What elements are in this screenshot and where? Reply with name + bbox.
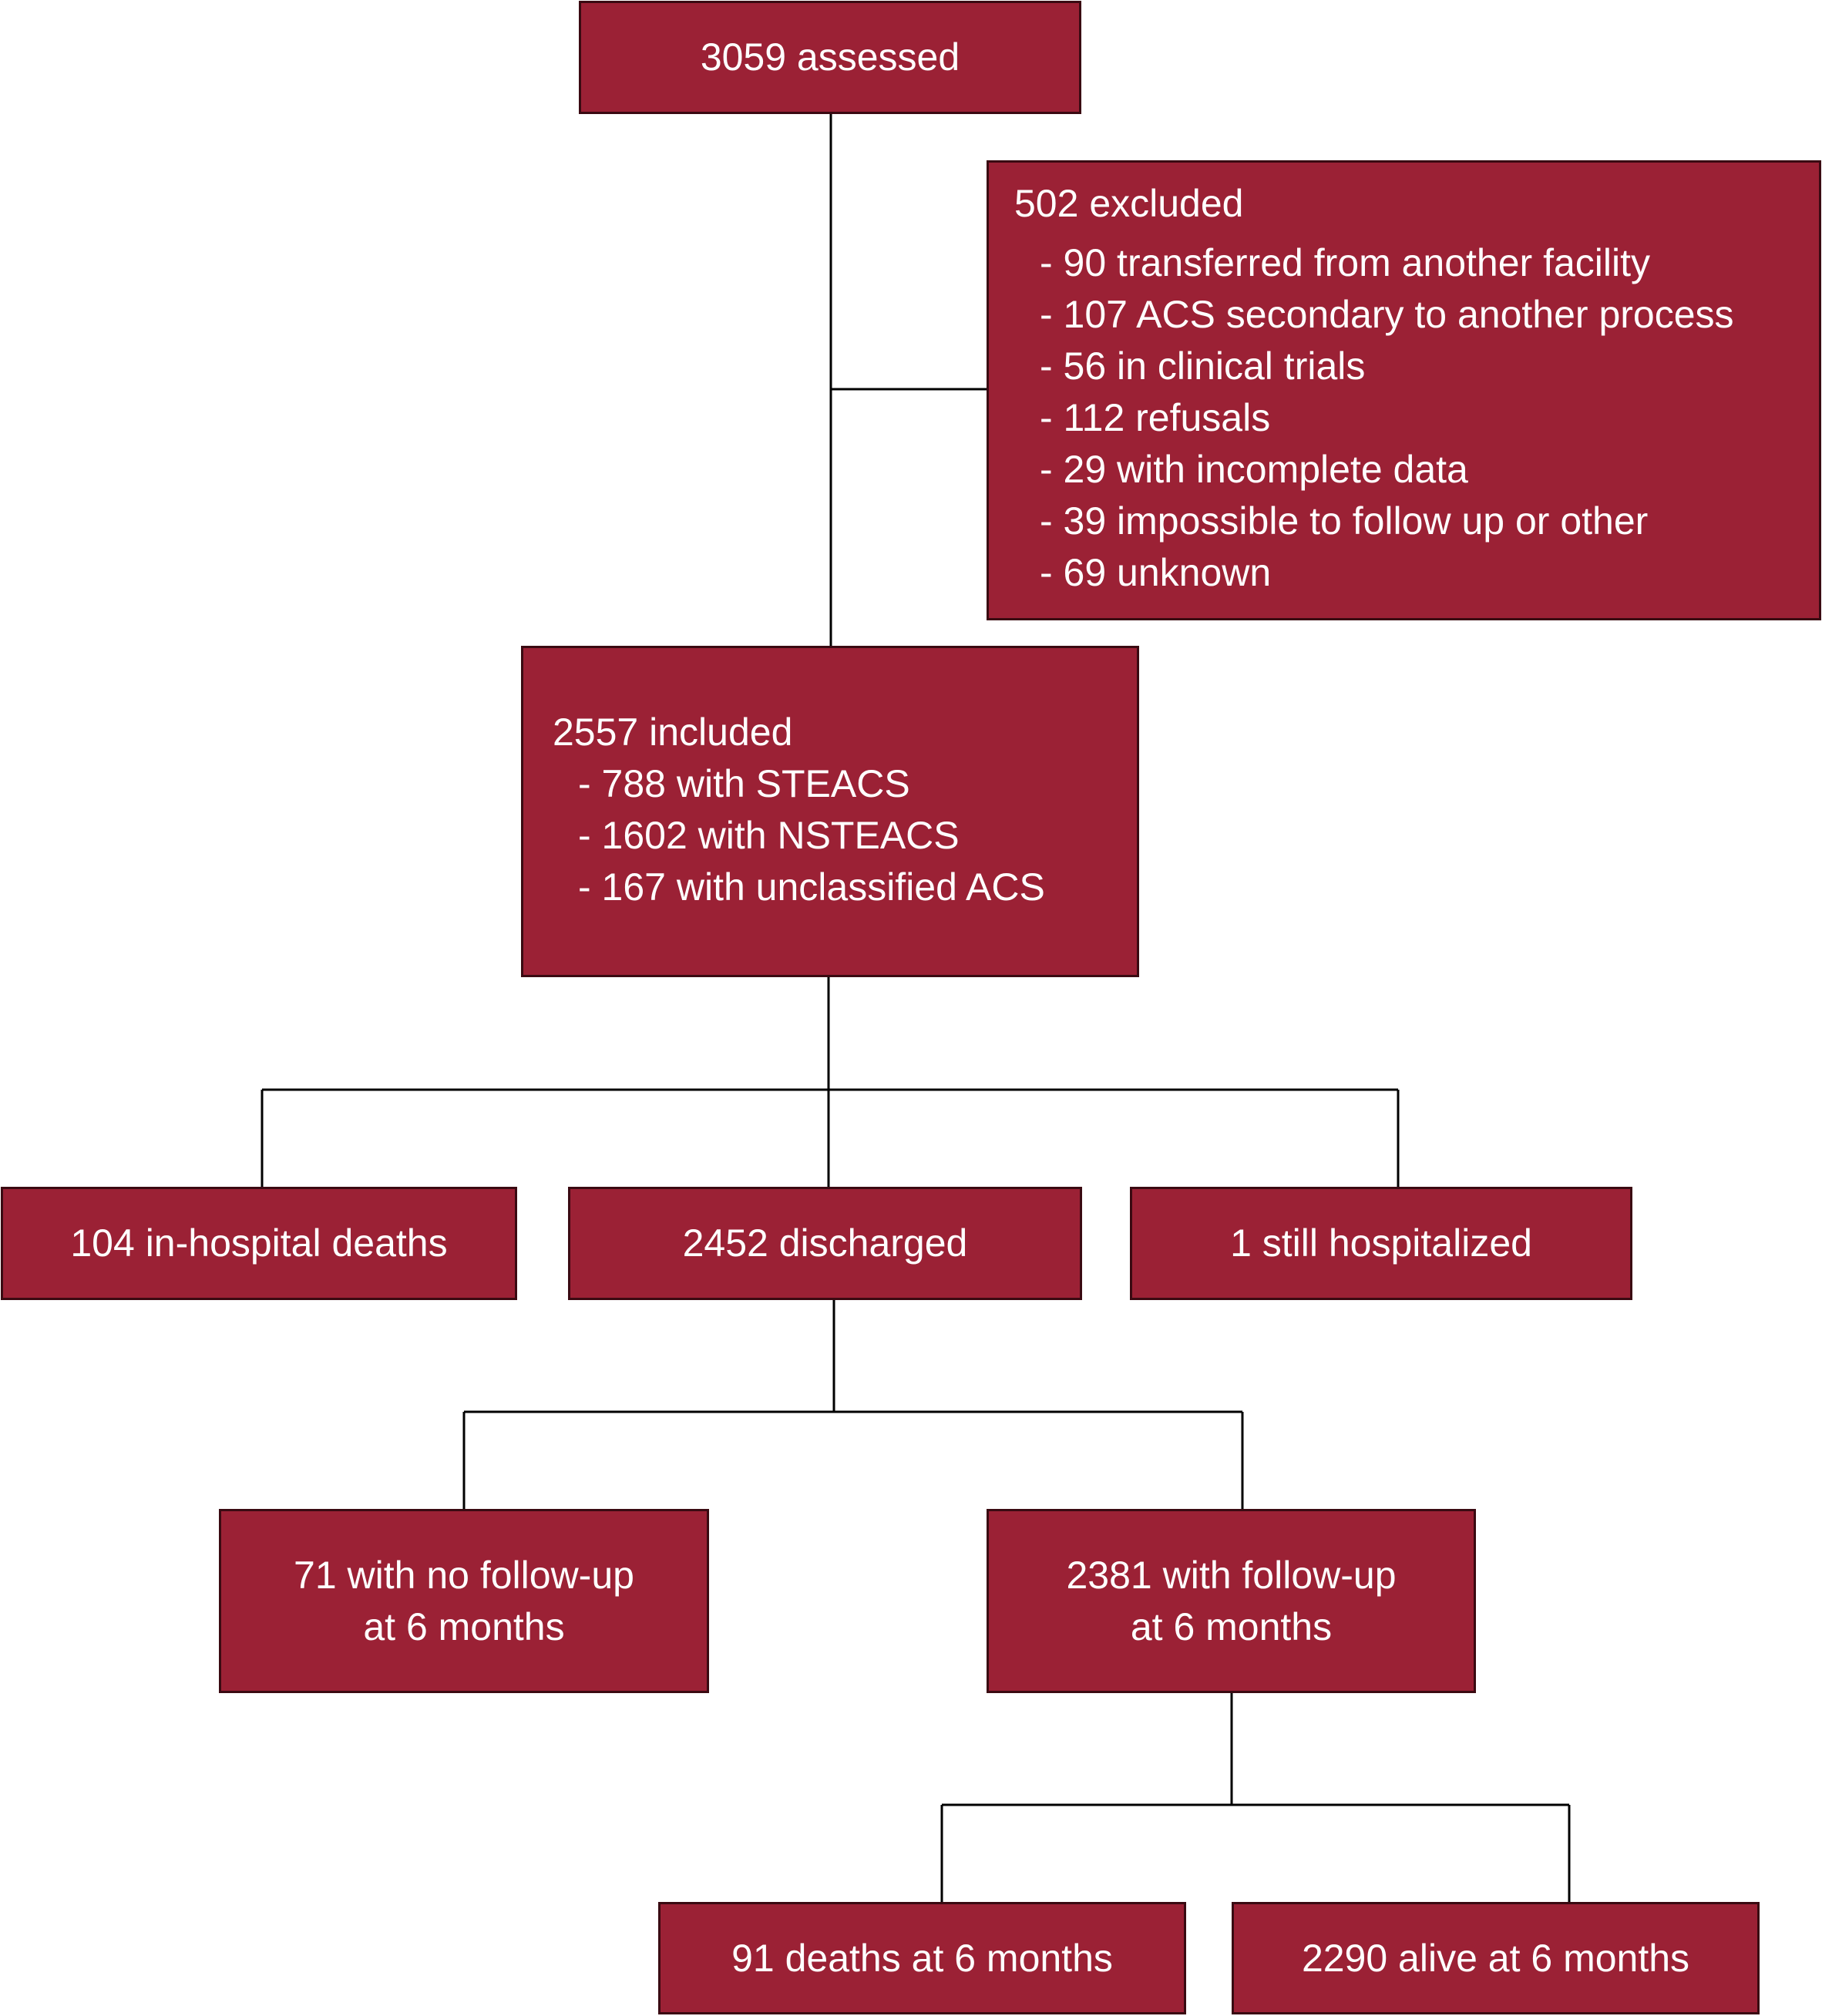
follow-up-box: 2381 with follow-up at 6 months [987, 1509, 1476, 1693]
deaths-6m-box: 91 deaths at 6 months [658, 1902, 1186, 2014]
follow-up-line1: 2381 with follow-up [1066, 1553, 1397, 1597]
excluded-item: - 39 impossible to follow up or other [1040, 499, 1649, 543]
no-follow-up-line2: at 6 months [363, 1604, 565, 1648]
still-hospitalized-box: 1 still hospitalized [1130, 1187, 1632, 1300]
alive-6m-label: 2290 alive at 6 months [1301, 1936, 1690, 1980]
follow-up-line2: at 6 months [1130, 1604, 1333, 1648]
excluded-item: - 112 refusals [1040, 396, 1271, 439]
excluded-item: - 90 transferred from another facility [1040, 241, 1650, 284]
no-follow-up-box: 71 with no follow-up at 6 months [219, 1509, 709, 1693]
discharged-box: 2452 discharged [568, 1187, 1082, 1300]
excluded-item: - 56 in clinical trials [1040, 344, 1366, 388]
included-item: - 788 with STEACS [578, 762, 910, 805]
included-item: - 1602 with NSTEACS [578, 814, 960, 857]
excluded-item: - 107 ACS secondary to another process [1040, 293, 1734, 336]
included-box: 2557 included - 788 with STEACS - 1602 w… [521, 646, 1139, 977]
excluded-box: 502 excluded - 90 transferred from anoth… [987, 160, 1821, 620]
in-hospital-deaths-label: 104 in-hospital deaths [70, 1221, 448, 1265]
assessed-box: 3059 assessed [579, 1, 1081, 114]
included-title: 2557 included [553, 711, 793, 754]
no-follow-up-line1: 71 with no follow-up [294, 1553, 634, 1597]
excluded-title: 502 excluded [1014, 182, 1244, 225]
excluded-item: - 69 unknown [1040, 551, 1272, 594]
discharged-label: 2452 discharged [682, 1221, 968, 1265]
still-hospitalized-label: 1 still hospitalized [1230, 1221, 1532, 1265]
deaths-6m-label: 91 deaths at 6 months [731, 1936, 1113, 1980]
excluded-item: - 29 with incomplete data [1040, 448, 1468, 491]
included-item: - 167 with unclassified ACS [578, 865, 1045, 909]
in-hospital-deaths-box: 104 in-hospital deaths [1, 1187, 517, 1300]
assessed-label: 3059 assessed [700, 35, 960, 79]
alive-6m-box: 2290 alive at 6 months [1232, 1902, 1760, 2014]
